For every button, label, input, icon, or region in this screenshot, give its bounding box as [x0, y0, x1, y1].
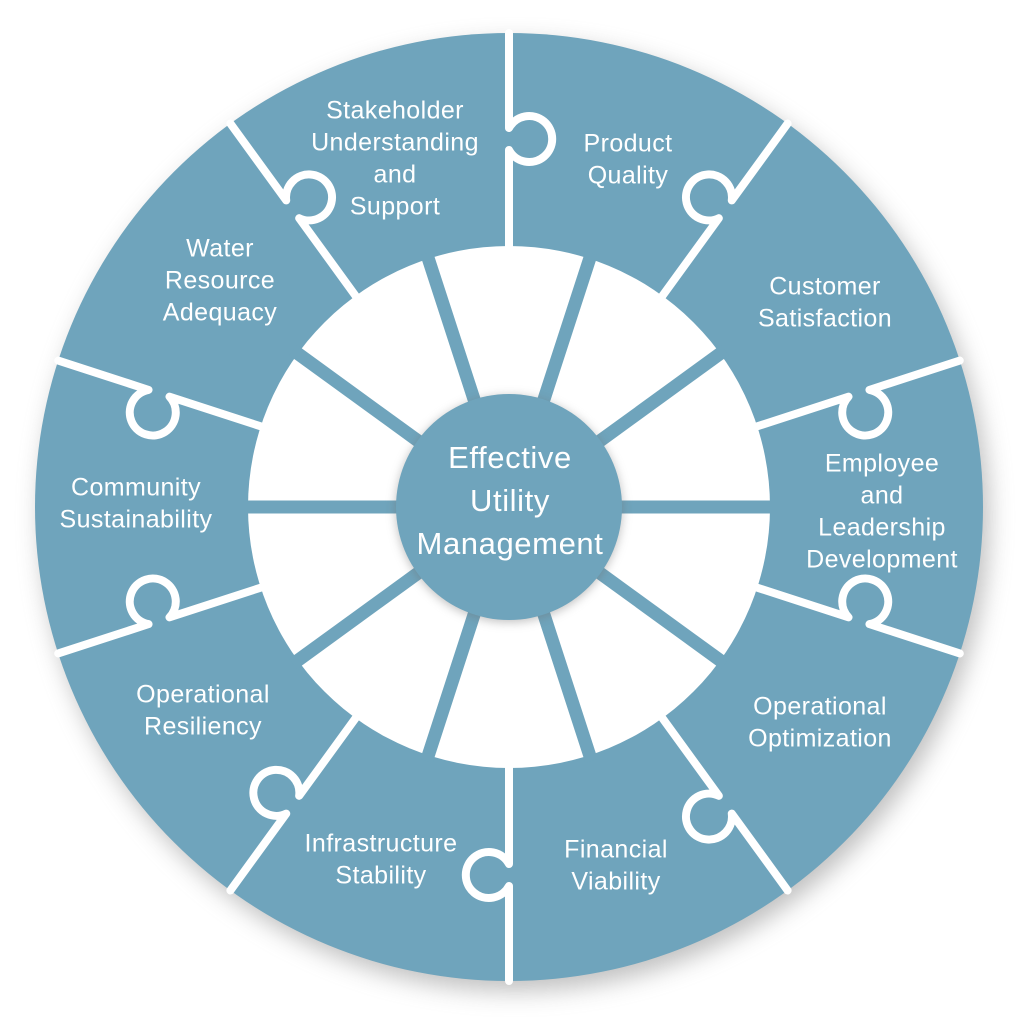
puzzle-boundary-stakeholder-understanding-and-support|product-quality: [505, 29, 557, 252]
segment-label-line: Financial: [564, 836, 668, 864]
spoke-financial-viability: [535, 605, 598, 763]
spoke-stakeholder-understanding-and-support: [420, 251, 483, 409]
puzzle-boundary-product-quality|customer-satisfaction: [657, 119, 792, 302]
segment-label-line: Customer: [769, 273, 881, 301]
puzzle-boundary-financial-viability|infrastructure-stability: [461, 762, 513, 985]
center-label-line: Effective: [448, 440, 572, 475]
segment-label-line: Stakeholder: [326, 97, 464, 125]
segment-label-line: Water: [186, 235, 254, 263]
puzzle-boundary-community-sustainability|water-resource-adequacy: [54, 356, 267, 440]
wheel-hub: [396, 394, 622, 620]
segment-label-line: and: [861, 482, 904, 510]
puzzle-boundary-water-resource-adequacy|stakeholder-understanding-and-support: [226, 119, 361, 302]
segment-label-line: Sustainability: [60, 506, 213, 534]
segment-label-line: Community: [71, 474, 201, 502]
puzzle-boundary-infrastructure-stability|operational-resiliency: [226, 712, 361, 895]
puzzle-boundary-employee-and-leadership-development|operational-optimization: [751, 574, 964, 658]
center-label-line: Utility: [470, 483, 550, 518]
segment-label-line: Quality: [588, 162, 669, 190]
spoke-customer-satisfaction: [590, 344, 729, 450]
segment-label-line: Viability: [571, 868, 660, 896]
center-label-line: Management: [417, 526, 604, 561]
puzzle-boundary-operational-resiliency|community-sustainability: [54, 574, 267, 658]
puzzle-piece-boundaries: [54, 29, 964, 985]
segment-label-line: Adequacy: [163, 299, 277, 327]
segment-label-line: Resource: [165, 267, 275, 295]
wheel-spokes: [242, 251, 776, 763]
segment-label-line: Employee: [825, 450, 939, 478]
segment-label-line: Development: [806, 546, 958, 574]
segment-label-line: Support: [350, 193, 440, 221]
puzzle-boundary-customer-satisfaction|employee-and-leadership-development: [751, 356, 964, 440]
spoke-operational-optimization: [590, 564, 729, 670]
segment-label-line: and: [374, 161, 417, 189]
puzzle-boundary-operational-optimization|financial-viability: [657, 712, 792, 895]
center-circle: [396, 394, 622, 620]
segment-label-line: Operational: [753, 693, 887, 721]
segment-label-line: Understanding: [311, 129, 479, 157]
segment-label-line: Resiliency: [144, 713, 262, 741]
segment-label-line: Optimization: [748, 725, 892, 753]
segment-label-line: Satisfaction: [758, 305, 892, 333]
spoke-water-resource-adequacy: [289, 344, 428, 450]
segment-label-line: Stability: [335, 862, 426, 890]
spoke-product-quality: [535, 251, 598, 409]
spoke-operational-resiliency: [289, 564, 428, 670]
segment-label-line: Leadership: [818, 514, 946, 542]
spoke-infrastructure-stability: [420, 605, 483, 763]
segment-label-line: Product: [584, 130, 673, 158]
segment-label-line: Infrastructure: [305, 830, 458, 858]
segment-label-line: Operational: [136, 681, 270, 709]
